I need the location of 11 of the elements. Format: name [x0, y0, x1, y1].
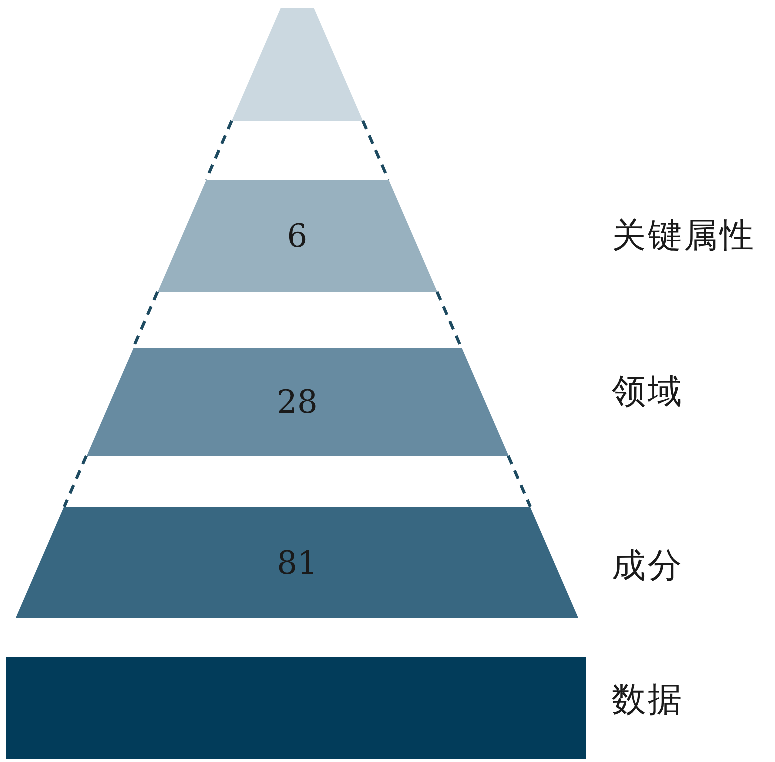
level-label: 关键属性: [612, 219, 756, 253]
band-value: 28: [276, 386, 319, 418]
level-label: 领域: [612, 375, 684, 409]
dashed-side-line: [507, 455, 532, 508]
band-value: 6: [286, 220, 309, 252]
dashed-side-line: [204, 120, 234, 181]
dashed-side-line: [362, 120, 390, 181]
dashed-side-line: [63, 455, 88, 508]
level-label: 数据: [612, 683, 684, 717]
band-value: 81: [276, 546, 319, 578]
level-label: 成分: [612, 549, 684, 583]
